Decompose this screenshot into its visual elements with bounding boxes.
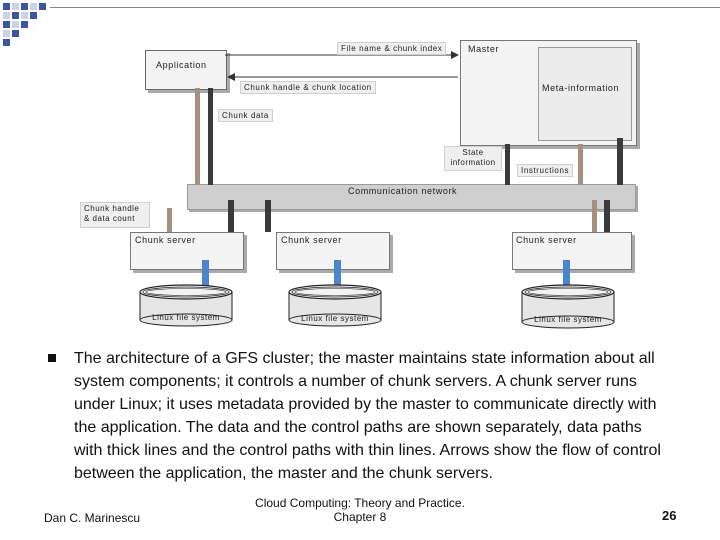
page-number: 26 xyxy=(662,508,677,523)
top-rule xyxy=(50,7,720,8)
figure-caption: The architecture of a GFS cluster; the m… xyxy=(74,350,661,482)
chunk-server-2-label: Chunk server xyxy=(281,235,342,245)
master-extra-bar xyxy=(617,138,623,185)
disk-3 xyxy=(521,284,615,329)
server2-disk-bar xyxy=(334,260,341,288)
meta-information-label: Meta-information xyxy=(542,83,620,93)
chunk-server-3 xyxy=(512,232,632,270)
chunk-handle-count-line2: & data count xyxy=(84,214,135,223)
server1-control-bar xyxy=(228,200,234,232)
chunk-server-2 xyxy=(276,232,390,270)
communication-network-label: Communication network xyxy=(348,186,458,196)
server3-control-bar xyxy=(604,200,610,232)
server1-disk-bar xyxy=(202,260,209,288)
meta-information-box xyxy=(538,47,632,141)
app-control-bar xyxy=(208,88,213,185)
server3-disk-bar xyxy=(563,260,570,288)
chunk-server-1-label: Chunk server xyxy=(135,235,196,245)
footer-book-title: Cloud Computing: Theory and Practice. Ch… xyxy=(250,496,470,524)
state-information-tag: State information xyxy=(444,146,502,171)
application-box xyxy=(145,50,227,90)
chunk-handle-data-count-tag: Chunk handle & data count xyxy=(80,202,150,228)
state-information-line1: State xyxy=(462,148,484,157)
file-name-chunk-index-tag: File name & chunk index xyxy=(337,42,447,55)
state-information-line2: information xyxy=(450,158,496,167)
footer-book-line1: Cloud Computing: Theory and Practice. xyxy=(255,496,465,510)
master-state-bar xyxy=(505,144,510,185)
footer-book-line2: Chapter 8 xyxy=(333,510,387,524)
chunk-server-3-label: Chunk server xyxy=(516,235,577,245)
chunk-handle-count-line1: Chunk handle xyxy=(84,204,140,213)
linux-file-system-1-label: Linux file system xyxy=(152,313,220,322)
app-data-bar xyxy=(195,88,200,185)
master-label: Master xyxy=(468,44,500,54)
application-label: Application xyxy=(156,60,207,70)
bullet-marker xyxy=(48,354,56,362)
footer-author: Dan C. Marinescu xyxy=(44,511,141,525)
chunk-handle-location-tag: Chunk handle & chunk location xyxy=(240,81,376,94)
master-instructions-bar xyxy=(578,144,583,185)
server3-data-bar xyxy=(592,200,597,232)
instructions-tag: Instructions xyxy=(517,164,574,177)
chunk-server-1 xyxy=(130,232,244,270)
linux-file-system-3-label: Linux file system xyxy=(534,315,602,324)
communication-network-band xyxy=(187,184,636,210)
linux-file-system-2-label: Linux file system xyxy=(301,314,369,323)
disk-1 xyxy=(139,284,233,327)
server1-data-bar xyxy=(167,208,172,232)
chunk-data-tag: Chunk data xyxy=(218,109,273,122)
disk-2 xyxy=(288,284,382,327)
server2-control-bar xyxy=(265,200,271,232)
